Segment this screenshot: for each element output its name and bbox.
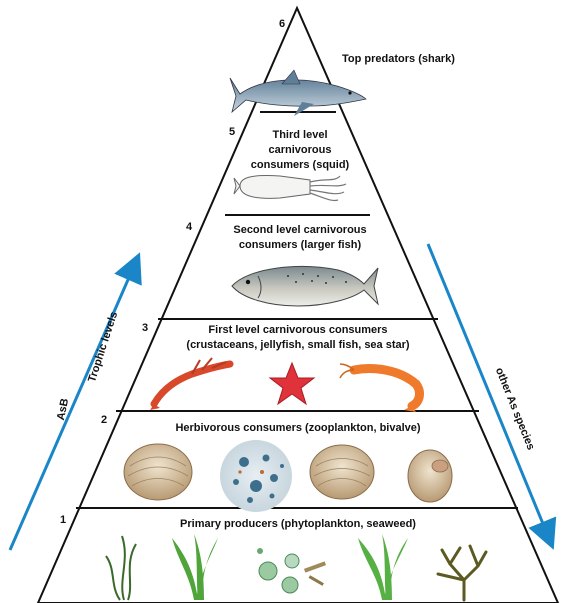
level-2-label: Herbivorous consumers (zooplankton, biva…	[175, 422, 420, 434]
bivalve-clam-illustration-1	[124, 444, 192, 500]
level-4-label-line1: Second level carnivorous	[233, 224, 366, 236]
level-6-label: Top predators (shark)	[342, 53, 455, 65]
zooplankton-illustration	[220, 440, 292, 512]
trophic-levels-label: Trophic levels	[86, 310, 120, 383]
level-number-4: 4	[186, 221, 193, 233]
level-1-label: Primary producers (phytoplankton, seawee…	[180, 518, 416, 530]
level-number-5: 5	[229, 126, 235, 138]
bivalve-clam-illustration-2	[310, 445, 374, 499]
level-3-label-line1: First level carnivorous consumers	[208, 324, 387, 336]
level-5-label-line3: consumers (squid)	[251, 159, 350, 171]
level-3-label-line2: (crustaceans, jellyfish, small fish, sea…	[186, 339, 409, 351]
bivalve-open-illustration	[408, 450, 452, 502]
other-as-species-label: other As species	[493, 366, 537, 452]
level-number-1: 1	[60, 514, 66, 526]
level-4-label-line2: consumers (larger fish)	[239, 239, 362, 251]
level-number-2: 2	[101, 414, 107, 426]
level-5-label-line1: Third level	[272, 129, 327, 141]
level-number-6: 6	[279, 18, 285, 30]
level-5-label-line2: carnivorous	[269, 144, 332, 156]
level-number-3: 3	[142, 322, 148, 334]
